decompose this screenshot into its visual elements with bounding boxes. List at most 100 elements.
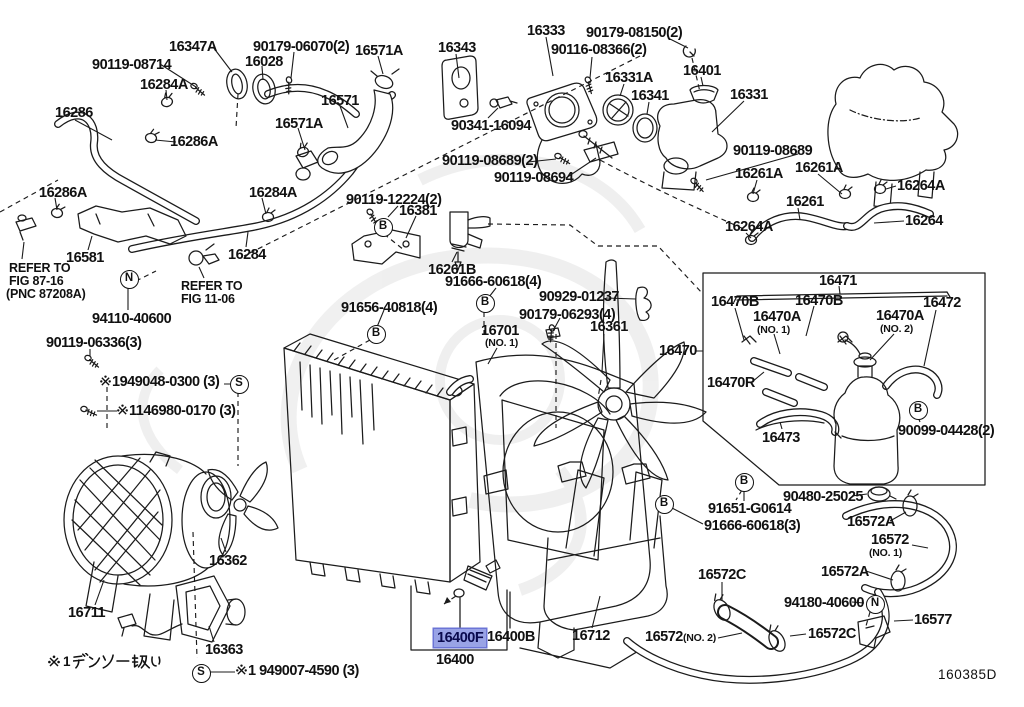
part-label-16701[interactable]: 16701: [481, 324, 519, 339]
part-label-90341-16094[interactable]: 90341-16094: [451, 119, 531, 134]
part-label-text: REFER TO: [181, 279, 243, 293]
part-label-1146980-0170[interactable]: 1146980-0170 (3): [117, 404, 236, 419]
part-label-90480-25025[interactable]: 90480-25025: [783, 490, 863, 505]
part-label-16471[interactable]: 16471: [819, 274, 857, 289]
part-label-text: 1 949007-4590 (3): [248, 663, 359, 679]
footnote-kana-denso-atsukai: [72, 653, 161, 669]
part-label-16712[interactable]: 16712: [572, 629, 610, 644]
callout-letter: N: [870, 597, 880, 610]
part-label-text: 16343: [438, 40, 476, 56]
part-label-16363[interactable]: 16363: [205, 643, 243, 658]
part-label-90179-06070[interactable]: 90179-06070(2): [253, 40, 350, 55]
arrowhead: [444, 597, 451, 604]
part-label-91666-60618-4[interactable]: 91666-60618(4): [445, 274, 542, 290]
part-label-16286[interactable]: 16286: [55, 106, 93, 121]
fan-shroud-16711-drawing: [63, 451, 231, 641]
part-label-16361[interactable]: 16361: [590, 320, 628, 335]
part-label-949007-4590[interactable]: 1 949007-4590 (3): [236, 664, 359, 679]
part-label-16261[interactable]: 16261: [786, 195, 824, 210]
part-label-text: 90119-06336(3): [46, 335, 142, 351]
part-label-16362[interactable]: 16362: [209, 554, 247, 569]
part-label-16400[interactable]: 16400: [436, 653, 474, 668]
part-label-16286a-mid[interactable]: 16286A: [170, 135, 218, 150]
part-label-16470[interactable]: 16470: [659, 344, 697, 359]
part-label-91666-60618-3[interactable]: 91666-60618(3): [704, 519, 801, 534]
part-label-16571a-top[interactable]: 16571A: [355, 44, 403, 59]
part-label-text: 16470B: [711, 294, 759, 310]
part-label-16472[interactable]: 16472: [923, 296, 961, 311]
part-label-16286a-left[interactable]: 16286A: [39, 186, 87, 201]
part-label-text: (PNC 87208A): [6, 287, 86, 301]
part-label-16347a[interactable]: 16347A: [169, 40, 217, 55]
part-label-text: 16400F: [437, 630, 484, 646]
part-label-16581[interactable]: 16581: [66, 251, 104, 266]
part-label-16577[interactable]: 16577: [914, 613, 952, 628]
part-label-16284a-right[interactable]: 16284A: [249, 186, 297, 201]
callout-N-6: N: [119, 269, 139, 289]
part-label-16343[interactable]: 16343: [438, 41, 476, 56]
part-label-16470b-2[interactable]: 16470B: [795, 294, 843, 309]
part-label-94180-40600[interactable]: 94180-40600: [784, 596, 864, 611]
part-label-16400b[interactable]: 16400B: [487, 630, 535, 645]
part-label-text: (NO. 1): [485, 337, 519, 349]
callout-letter: S: [197, 666, 205, 679]
part-label-90119-08714[interactable]: 90119-08714: [92, 58, 172, 73]
part-label-91651-g0614[interactable]: 91651-G0614: [708, 502, 792, 517]
sensor-90341-16094-drawing: [495, 96, 518, 109]
part-label-16261a-1[interactable]: 16261A: [735, 167, 783, 182]
part-label-949048-0300[interactable]: 1949048-0300 (3): [100, 375, 220, 390]
part-label-90099-04428[interactable]: 90099-04428(2): [898, 424, 995, 439]
part-label-16470b-1[interactable]: 16470B: [711, 295, 759, 310]
part-label-16284a-top[interactable]: 16284A: [140, 78, 188, 93]
clamp-16286a-left: [50, 202, 66, 220]
part-label-16571[interactable]: 16571: [321, 94, 359, 109]
part-label-16264[interactable]: 16264: [905, 214, 943, 229]
part-label-94110-40600[interactable]: 94110-40600: [92, 312, 172, 327]
part-label-16028[interactable]: 16028: [245, 55, 283, 70]
part-label-16381[interactable]: 16381: [399, 204, 437, 219]
part-label-16572-1[interactable]: 16572: [871, 533, 909, 548]
part-label-90116-08366[interactable]: 90116-08366(2): [551, 43, 647, 58]
part-label-16572c-1[interactable]: 16572C: [698, 568, 746, 583]
clip-90179-08150-drawing: [682, 45, 696, 58]
water-outlet-16333-drawing: [526, 82, 619, 184]
part-label-16333[interactable]: 16333: [527, 24, 565, 39]
part-label-16571a-left[interactable]: 16571A: [275, 117, 323, 132]
part-label-90119-08689[interactable]: 90119-08689: [733, 144, 813, 159]
part-label-16470a-2[interactable]: 16470A: [876, 309, 924, 324]
part-label-16470r[interactable]: 16470R: [707, 376, 755, 391]
part-label-text: 90119-08689(2): [442, 153, 538, 169]
part-label-90179-08150[interactable]: 90179-08150(2): [586, 26, 683, 41]
part-label-16284[interactable]: 16284: [228, 248, 266, 263]
part-label-16261a-2[interactable]: 16261A: [795, 161, 843, 176]
part-label-16261b[interactable]: 16261B: [428, 263, 476, 278]
callout-letter: B: [659, 497, 669, 510]
part-label-16264a-right[interactable]: 16264A: [897, 179, 945, 194]
part-label-91656-40818[interactable]: 91656-40818(4): [341, 301, 438, 316]
part-label-90179-06293[interactable]: 90179-06293(4): [519, 308, 616, 323]
part-label-16572a-2[interactable]: 16572A: [821, 565, 869, 580]
part-label-16264a-left[interactable]: 16264A: [725, 220, 773, 235]
part-label-16470a-1[interactable]: 16470A: [753, 310, 801, 325]
part-label-90119-12224[interactable]: 90119-12224(2): [346, 193, 442, 208]
part-label-90119-06336[interactable]: 90119-06336(3): [46, 335, 142, 351]
part-label-16572c-2[interactable]: 16572C: [808, 627, 856, 642]
part-label-16473[interactable]: 16473: [762, 431, 800, 446]
bracket-16581-drawing: [77, 205, 187, 245]
part-label-text: 91666-60618(4): [445, 274, 542, 290]
fan-motor-16363-drawing: [117, 575, 246, 643]
part-label-16572a-1[interactable]: 16572A: [847, 515, 895, 530]
part-label-16400f[interactable]: 16400F: [434, 629, 487, 647]
part-label-16401[interactable]: 16401: [683, 64, 721, 79]
part-label-16711[interactable]: 16711: [68, 606, 106, 621]
part-label-16341[interactable]: 16341: [631, 89, 669, 104]
part-label-refer-87-3: (PNC 87208A): [6, 288, 86, 301]
part-label-90929-01237[interactable]: 90929-01237: [539, 290, 619, 305]
part-label-16572-2[interactable]: 16572: [645, 630, 683, 645]
part-label-16331[interactable]: 16331: [730, 88, 768, 103]
callout-N-7: N: [865, 594, 885, 614]
part-label-90119-08689-2[interactable]: 90119-08689(2): [442, 153, 538, 169]
part-label-16331a[interactable]: 16331A: [605, 71, 653, 86]
part-label-90119-08694[interactable]: 90119-08694: [494, 171, 574, 186]
diagram-code: 160385D: [938, 667, 997, 682]
